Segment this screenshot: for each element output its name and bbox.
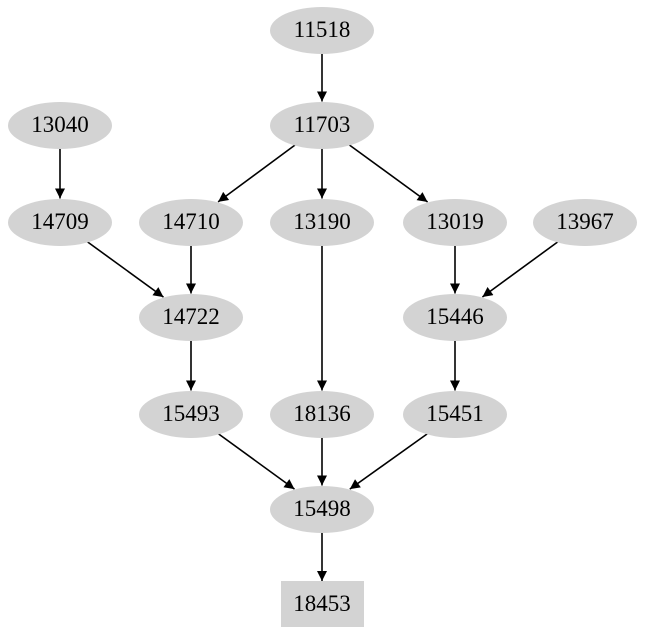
graph-node-15493: 15493 [139, 390, 243, 438]
graph-node-label: 11518 [293, 16, 351, 42]
graph-edge-15451-15498 [349, 433, 428, 490]
graph-node-13190: 13190 [270, 198, 374, 246]
graph-node-18453: 18453 [280, 581, 364, 627]
graph-node-label: 14709 [31, 208, 89, 234]
graph-node-14722: 14722 [139, 293, 243, 341]
graph-edge-11703-13019 [348, 144, 429, 203]
graph-node-label: 13190 [293, 208, 351, 234]
graph-node-11518: 11518 [270, 6, 374, 54]
graph-node-label: 15446 [426, 303, 484, 329]
graph-node-label: 14710 [162, 208, 220, 234]
graph-node-15498: 15498 [270, 485, 374, 533]
graph-node-11703: 11703 [270, 101, 374, 149]
graph-edge-11703-14710 [217, 144, 296, 203]
graph-node-14709: 14709 [8, 198, 112, 246]
graph-node-13040: 13040 [8, 101, 112, 149]
graph-node-label: 11703 [293, 111, 351, 137]
graph-node-15451: 15451 [403, 390, 507, 438]
graph-node-18136: 18136 [270, 390, 374, 438]
graph-node-label: 13967 [556, 208, 614, 234]
graph-edge-14709-14722 [87, 241, 164, 298]
graph-node-13019: 13019 [403, 198, 507, 246]
graph-node-label: 14722 [162, 303, 220, 329]
graph-node-label: 15498 [293, 495, 351, 521]
graph-node-label: 18453 [293, 590, 351, 616]
graph-node-label: 15451 [426, 400, 484, 426]
graph-edge-15493-15498 [218, 433, 295, 490]
graph-node-15446: 15446 [403, 293, 507, 341]
graph-edge-13967-15446 [481, 241, 559, 298]
graph-node-label: 13019 [426, 208, 484, 234]
graph-node-label: 18136 [293, 400, 351, 426]
graph-node-14710: 14710 [139, 198, 243, 246]
graph-node-label: 13040 [31, 111, 89, 137]
graph-node-13967: 13967 [533, 198, 637, 246]
graph-node-label: 15493 [162, 400, 220, 426]
